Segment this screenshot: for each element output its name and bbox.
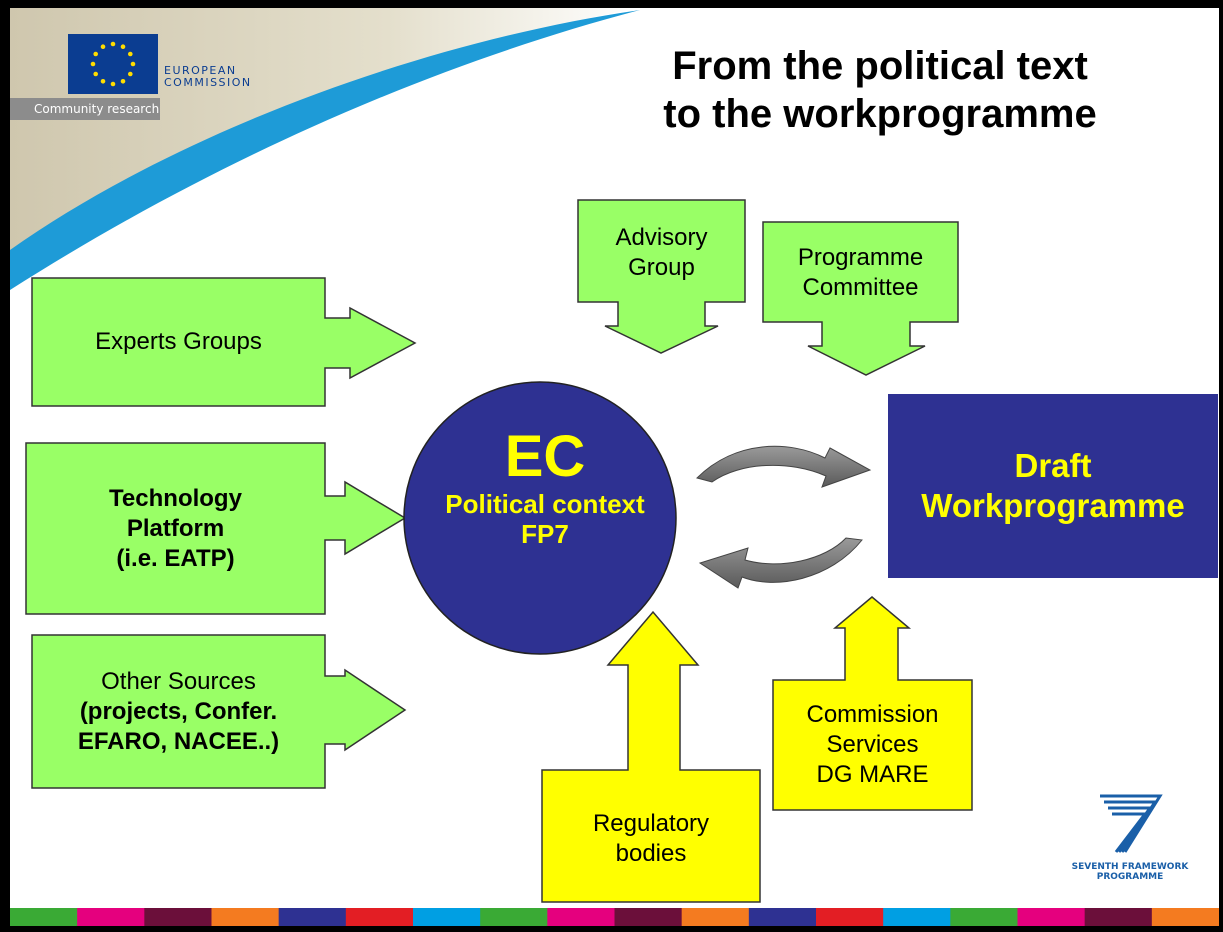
commission-line-3: DG MARE — [816, 761, 929, 788]
eu-star-icon — [120, 79, 126, 84]
slide-title: From the political text to the workprogr… — [585, 42, 1175, 138]
stripe-segment — [950, 908, 1018, 926]
advisory-line-2: Group — [628, 254, 695, 281]
experts-line-1: Experts Groups — [95, 328, 262, 355]
stripe-segment — [614, 908, 683, 926]
stripe-segment — [1151, 908, 1220, 926]
experts-groups-label: Experts Groups — [32, 278, 325, 406]
ec-circle[interactable] — [403, 381, 677, 655]
stripe-segment — [748, 908, 817, 926]
eu-star-icon — [130, 61, 136, 67]
commission-line-2: Services — [826, 731, 919, 758]
stripe-segment — [883, 908, 951, 926]
eu-star-icon — [90, 61, 96, 67]
other-sources-label: Other Sources (projects, Confer. EFARO, … — [32, 635, 325, 788]
org-line-2: COMMISSION — [164, 76, 252, 89]
eu-star-icon — [93, 71, 98, 77]
technology-platform-label: Technology Platform (i.e. EATP) — [26, 443, 325, 614]
committee-line-1: Programme — [797, 244, 924, 271]
cycle-arrow-bottom-icon — [698, 537, 863, 589]
platform-line-3: (i.e. EATP) — [116, 544, 235, 572]
other-sources-arrow[interactable] — [31, 634, 407, 789]
stripe-segment — [480, 908, 548, 926]
stripe-segment — [278, 908, 347, 926]
fp7-line-2: PROGRAMME — [1096, 872, 1164, 882]
title-line-2: to the workprogramme — [663, 92, 1097, 136]
frame-top — [0, 0, 1223, 8]
regulatory-line-2: bodies — [615, 840, 687, 867]
title-line-1: From the political text — [672, 44, 1088, 88]
fp7-logo-text: SEVENTH FRAMEWORK PROGRAMME — [1060, 862, 1200, 882]
stripe-segment — [1017, 908, 1086, 926]
fp7-label: FP7 — [521, 519, 569, 549]
frame-left — [0, 0, 10, 932]
eu-star-icon — [120, 44, 126, 49]
stripe-segment — [77, 908, 145, 926]
advisory-group-label: Advisory Group — [578, 212, 745, 294]
commission-line-1: Commission — [806, 701, 939, 728]
eu-star-icon — [128, 51, 133, 57]
programme-committee-arrow[interactable] — [762, 221, 959, 376]
stripe-segment — [345, 908, 414, 926]
ec-label: EC Political context FP7 — [395, 424, 695, 550]
technology-platform-arrow[interactable] — [25, 442, 407, 615]
draft-line-1: Draft — [1014, 447, 1092, 484]
platform-line-2: Platform — [126, 514, 225, 542]
stripe-segment — [10, 908, 78, 926]
fp7-line-1: SEVENTH FRAMEWORK — [1071, 862, 1189, 872]
community-research-label: Community research — [34, 102, 160, 116]
regulatory-line-1: Regulatory — [592, 810, 710, 837]
color-stripe — [10, 908, 1220, 926]
fp7-logo-icon — [1100, 794, 1163, 853]
org-line-1: EUROPEAN — [164, 64, 237, 77]
other-line-1: Other Sources — [101, 667, 256, 695]
commission-services-arrow[interactable] — [772, 596, 973, 811]
community-bar — [10, 98, 160, 120]
eu-star-icon — [93, 51, 98, 57]
stripe-segment — [547, 908, 615, 926]
stripe-segment — [211, 908, 280, 926]
eu-star-icon — [128, 71, 133, 77]
draft-line-2: Workprogramme — [921, 487, 1185, 524]
political-context-label: Political context — [445, 489, 645, 519]
stripe-segment — [144, 908, 212, 926]
eu-star-icon — [100, 79, 106, 84]
frame-right — [1219, 0, 1223, 932]
other-line-2: (projects, Confer. — [79, 697, 278, 725]
header-banner — [10, 8, 640, 290]
stripe-segment — [413, 908, 481, 926]
platform-line-1: Technology — [109, 484, 242, 512]
draft-workprogramme-label: Draft Workprogramme — [888, 394, 1218, 578]
other-line-3: EFARO, NACEE..) — [77, 727, 280, 755]
ec-brand-text: EUROPEAN COMMISSION — [164, 65, 252, 89]
eu-star-icon — [110, 81, 116, 87]
advisory-group-arrow[interactable] — [577, 199, 746, 354]
programme-committee-label: Programme Committee — [763, 232, 958, 314]
advisory-line-1: Advisory — [615, 224, 708, 251]
ec-big-label: EC — [504, 424, 586, 489]
stripe-segment — [816, 908, 884, 926]
regulatory-bodies-label: Regulatory bodies — [542, 780, 760, 898]
regulatory-bodies-arrow[interactable] — [541, 610, 761, 903]
eu-star-icon — [100, 44, 106, 49]
stripe-segment — [1084, 908, 1153, 926]
eu-star-icon — [110, 41, 116, 47]
stripe-segment — [681, 908, 750, 926]
committee-line-2: Committee — [802, 274, 919, 301]
commission-services-label: Commission Services DG MARE — [773, 682, 972, 808]
frame-bottom — [0, 926, 1223, 932]
draft-workprogramme-box[interactable] — [888, 394, 1218, 578]
cycle-arrow-top-icon — [696, 445, 872, 488]
experts-groups-arrow[interactable] — [31, 277, 417, 407]
eu-flag-icon — [68, 34, 158, 94]
